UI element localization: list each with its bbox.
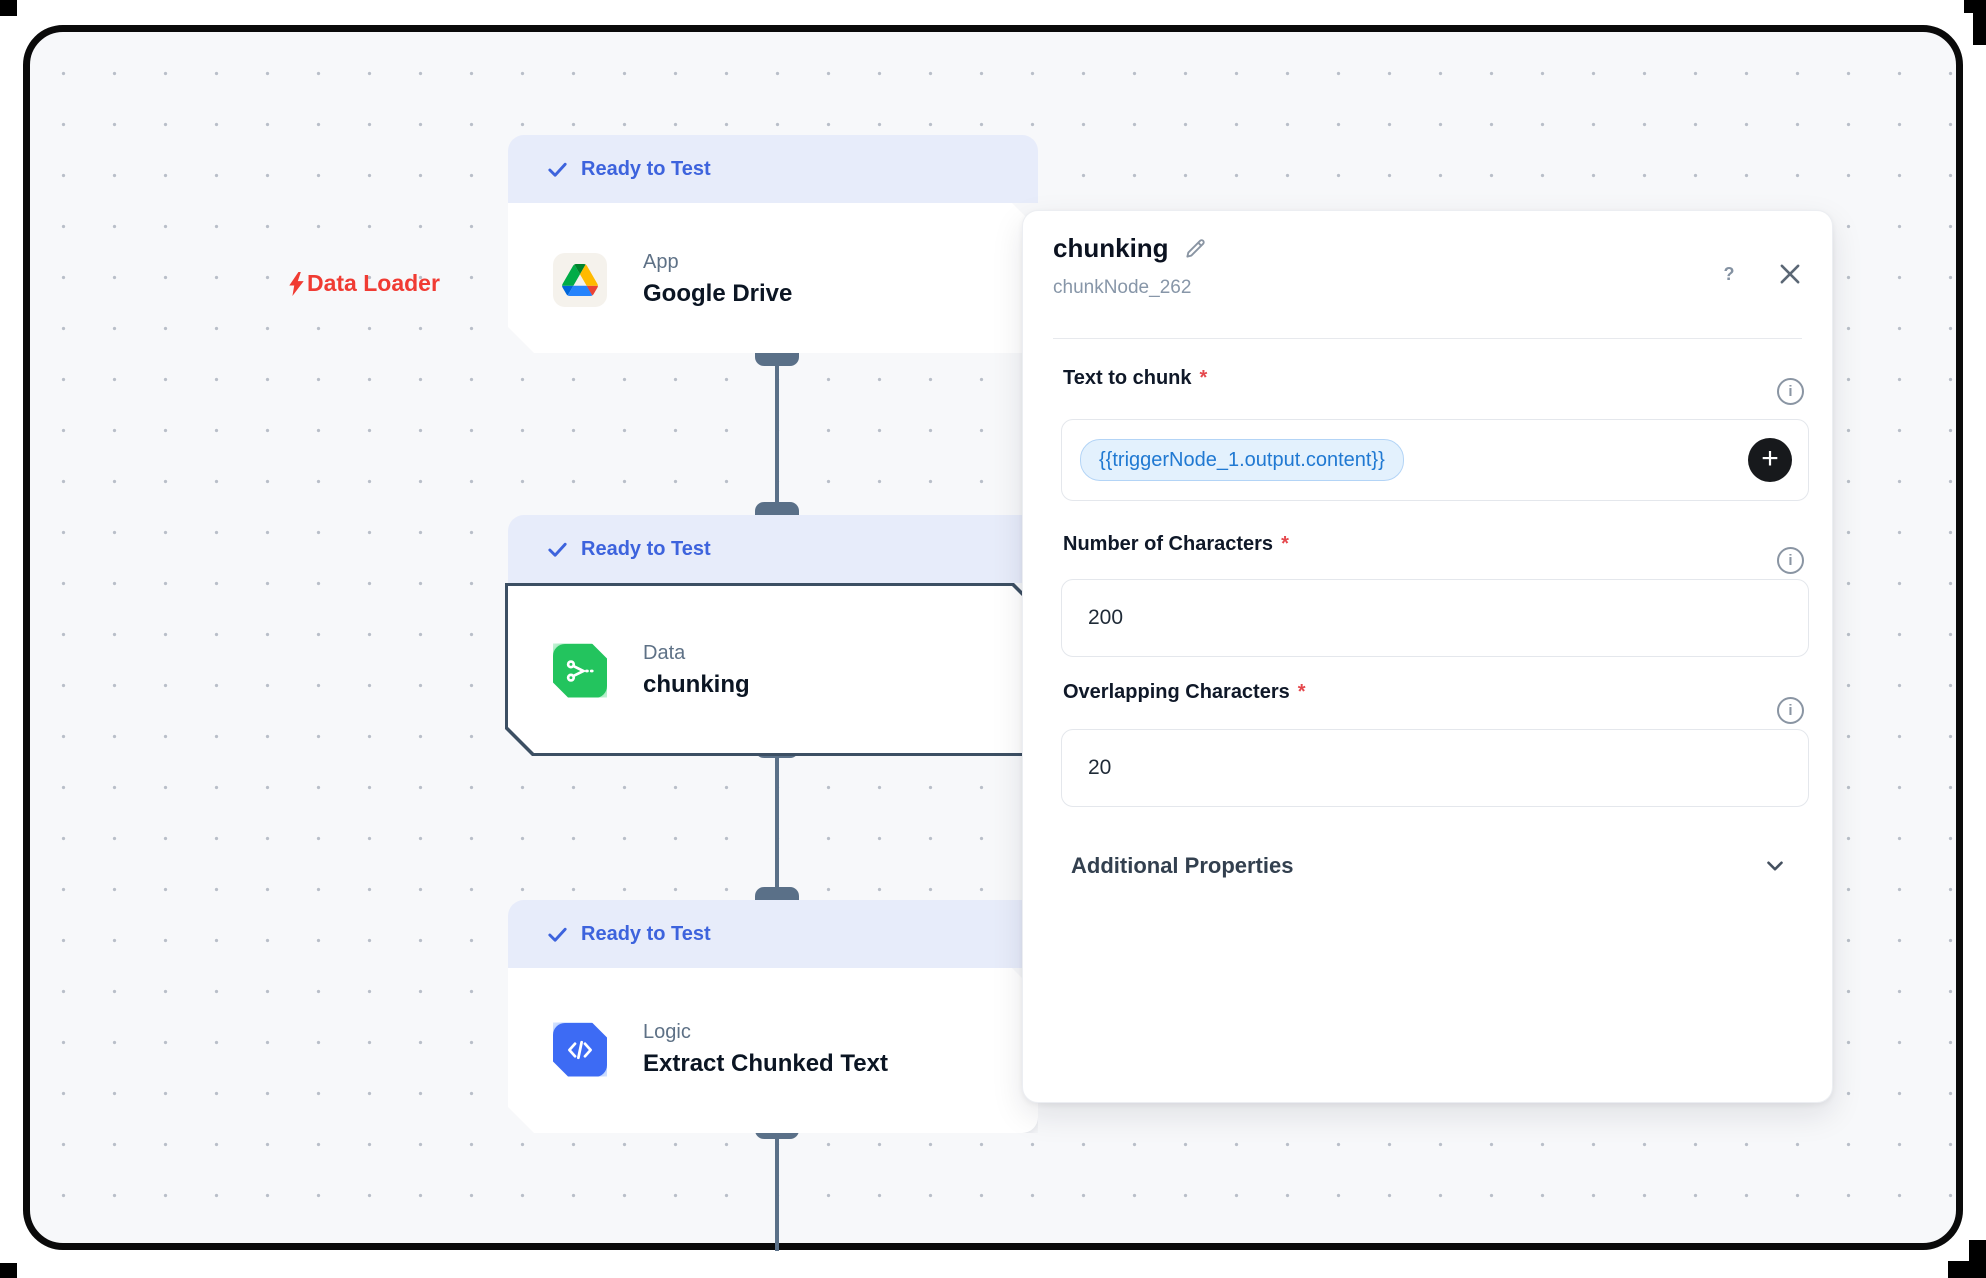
code-icon (553, 1023, 607, 1077)
text-to-chunk-input[interactable]: {{triggerNode_1.output.content}} + (1061, 419, 1809, 501)
required-marker: * (1297, 681, 1306, 703)
crop-mark-top-left (0, 0, 17, 16)
chevron-down-icon (1767, 861, 1783, 871)
checkmark-icon (548, 927, 567, 942)
crop-mark-bottom-right-2 (1948, 1261, 1986, 1278)
node-status-badge: Ready to Test (508, 900, 1038, 968)
lightning-bolt-icon (289, 271, 304, 296)
required-marker: * (1199, 367, 1208, 389)
group-label-text: Data Loader (307, 270, 440, 296)
badge-label: Ready to Test (581, 537, 711, 560)
node-google-drive[interactable]: Ready to Test App Google Drive (508, 135, 1038, 353)
field-label-overlapping-characters: Overlapping Characters (1063, 681, 1290, 703)
node-title: Google Drive (643, 280, 793, 307)
info-icon[interactable]: i (1777, 697, 1804, 724)
connector-3 (755, 1125, 799, 1251)
close-button[interactable] (1776, 260, 1804, 288)
add-variable-button[interactable]: + (1748, 438, 1792, 482)
edit-pencil-icon[interactable] (1183, 236, 1208, 261)
checkmark-icon (548, 162, 567, 177)
crop-mark-top-right-2 (1964, 0, 1986, 13)
node-status-badge: Ready to Test (508, 515, 1038, 583)
node-category: Logic (643, 1021, 691, 1043)
field-label-text-to-chunk: Text to chunk (1063, 367, 1192, 389)
checkmark-icon (548, 542, 567, 557)
node-category: App (643, 251, 679, 273)
help-icon: ? (1723, 263, 1735, 284)
badge-label: Ready to Test (581, 157, 711, 180)
connector-1 (755, 352, 799, 516)
crop-mark-bottom-left (0, 1263, 17, 1278)
plus-icon: + (1761, 442, 1779, 475)
google-drive-icon (553, 253, 607, 307)
badge-label: Ready to Test (581, 922, 711, 945)
additional-properties-label: Additional Properties (1071, 853, 1294, 878)
node-card[interactable]: Logic Extract Chunked Text (508, 968, 1038, 1133)
node-title: chunking (643, 671, 750, 698)
overlapping-characters-input[interactable] (1061, 729, 1809, 807)
node-chunking[interactable]: Ready to Test (508, 515, 1038, 756)
panel-title: chunking (1053, 233, 1169, 263)
node-card-selected[interactable]: Data chunking (505, 583, 1041, 756)
scissors-icon (553, 644, 607, 698)
group-label-data-loader: Data Loader (288, 270, 440, 297)
panel-divider (1053, 338, 1802, 339)
connector-2 (755, 744, 799, 901)
node-title: Extract Chunked Text (643, 1050, 888, 1077)
node-extract-chunked-text[interactable]: Ready to Test Logic Extract Chunked Text (508, 900, 1038, 1133)
info-icon[interactable]: i (1777, 547, 1804, 574)
variable-chip[interactable]: {{triggerNode_1.output.content}} (1080, 439, 1404, 481)
node-card[interactable]: App Google Drive (508, 203, 1038, 353)
help-button[interactable]: ? (1712, 257, 1746, 291)
node-category: Data (643, 642, 686, 664)
info-icon[interactable]: i (1777, 378, 1804, 405)
close-icon (1780, 264, 1800, 284)
required-marker: * (1281, 533, 1289, 555)
node-status-badge: Ready to Test (508, 135, 1038, 203)
panel-node-id: chunkNode_262 (1053, 277, 1192, 298)
additional-properties-toggle[interactable]: Additional Properties (1071, 853, 1788, 879)
number-of-characters-input[interactable] (1061, 579, 1809, 657)
field-label-number-of-characters: Number of Characters (1063, 533, 1274, 555)
node-config-panel: chunking chunkNode_262 ? Text to chunk *… (1022, 210, 1833, 1103)
